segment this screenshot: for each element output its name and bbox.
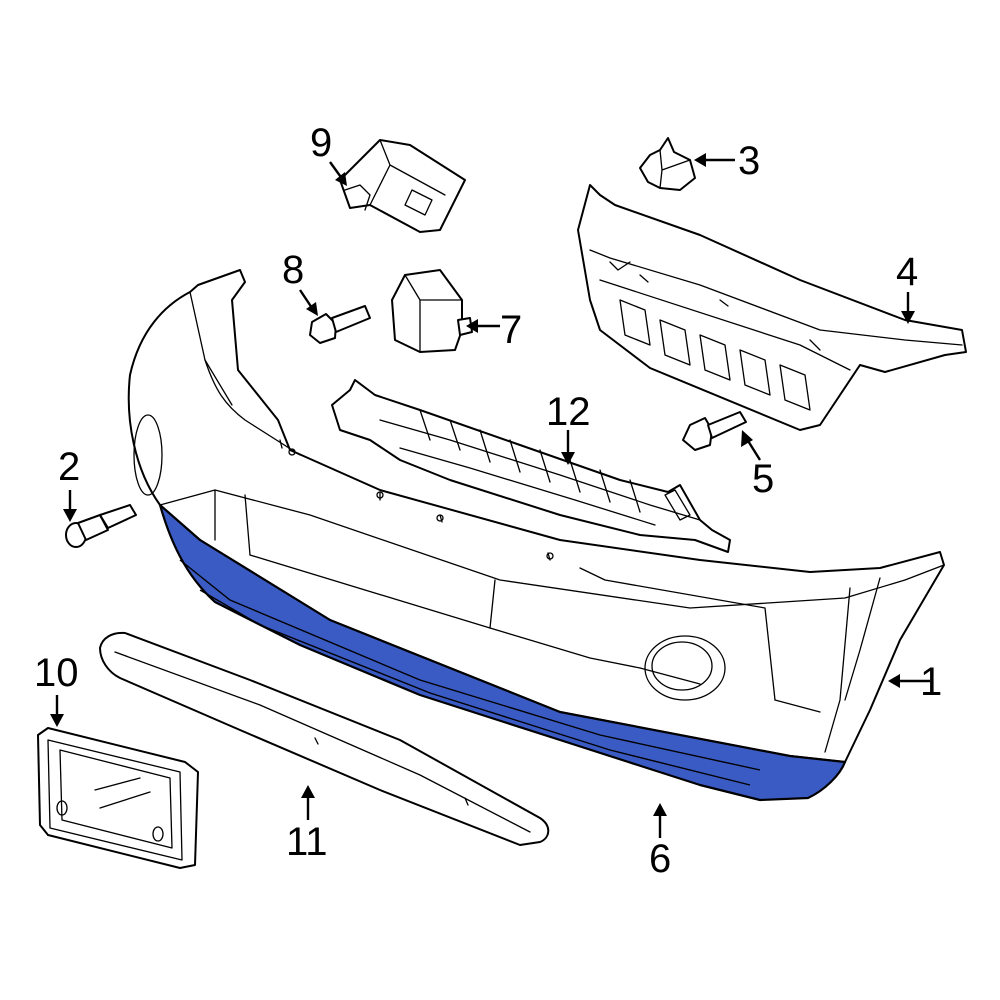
callout-5: 5 — [741, 430, 774, 501]
callout-12: 12 — [546, 390, 591, 465]
callout-label-4: 4 — [896, 250, 918, 294]
callout-label-12: 12 — [546, 390, 591, 434]
flange-bolt-part[interactable] — [682, 411, 747, 451]
upper-reinforcement-part[interactable] — [577, 184, 967, 431]
callout-1: 1 — [888, 660, 942, 704]
mounting-bolt-part[interactable] — [309, 305, 371, 344]
energy-absorber-part[interactable] — [331, 379, 731, 553]
callout-label-10: 10 — [34, 651, 79, 695]
trim-strip-part[interactable] — [99, 631, 550, 846]
callout-8: 8 — [282, 248, 318, 316]
callout-label-3: 3 — [738, 139, 760, 183]
callout-4: 4 — [896, 250, 918, 324]
callout-2: 2 — [58, 445, 80, 522]
callout-label-7: 7 — [500, 308, 522, 352]
lower-valance-part[interactable] — [158, 503, 847, 802]
callout-label-11: 11 — [286, 820, 328, 864]
callout-label-1: 1 — [920, 660, 942, 704]
callout-10: 10 — [34, 651, 79, 727]
callout-7: 7 — [466, 308, 522, 352]
push-pin-fastener-part[interactable] — [65, 504, 137, 548]
callout-label-9: 9 — [310, 121, 332, 165]
bumper-cover-part[interactable] — [127, 269, 945, 763]
license-bracket-part[interactable] — [37, 727, 199, 869]
callout-label-6: 6 — [649, 837, 671, 881]
control-module-part[interactable] — [339, 139, 466, 233]
callout-9: 9 — [310, 121, 347, 186]
retainer-clip-part[interactable] — [639, 137, 696, 191]
callout-6: 6 — [649, 803, 671, 881]
callout-label-2: 2 — [58, 445, 80, 489]
callout-label-8: 8 — [282, 248, 304, 292]
callout-11: 11 — [286, 785, 328, 864]
sensor-housing-part[interactable] — [391, 269, 473, 353]
callout-label-5: 5 — [752, 457, 774, 501]
callout-3: 3 — [694, 139, 760, 183]
